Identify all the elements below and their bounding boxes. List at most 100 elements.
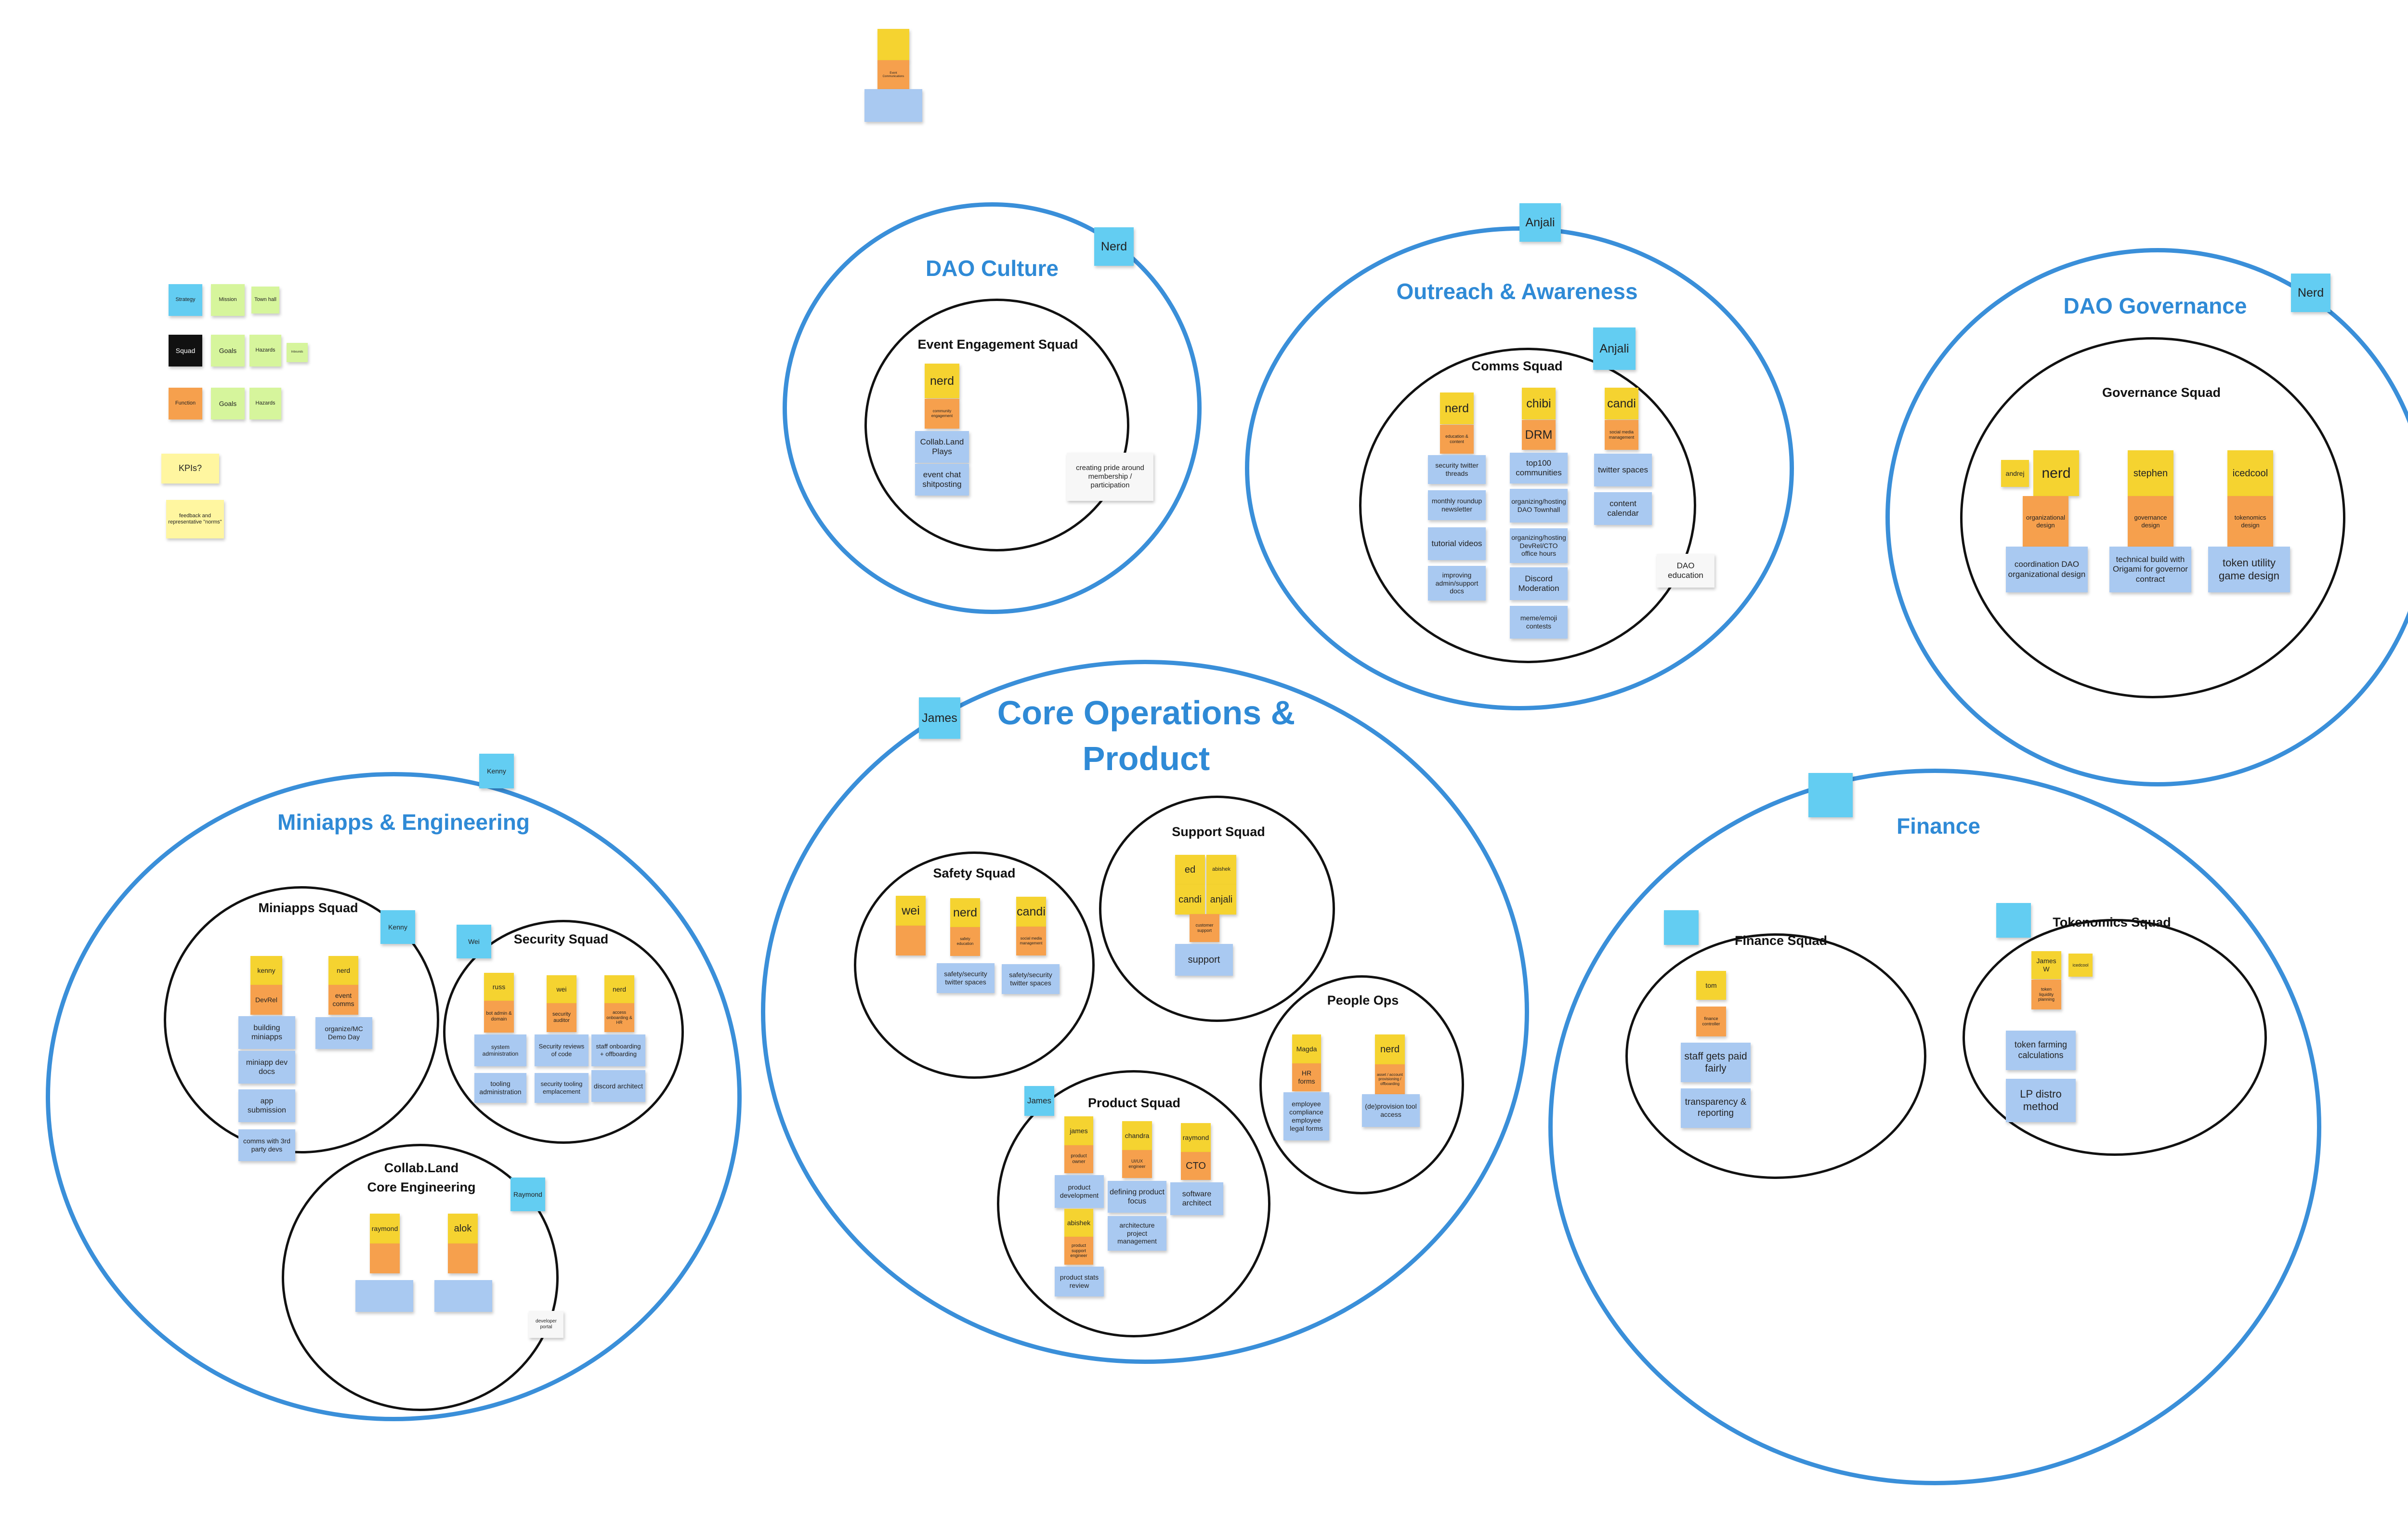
zone-core-operations-title-1: Core Operations & [997,694,1296,732]
tokenomics-task-1: token farming calculations [2006,1031,2076,1070]
comms-col1-task-1: security twitter threads [1428,455,1486,484]
comms-col1-role: education & content [1440,425,1474,454]
top-orange-note: Event Communications [877,60,909,90]
governance-col3-task: token utility game design [2208,547,2290,592]
zone-miniapps [46,772,742,1421]
legend-strategy-note: Strategy [169,284,202,316]
zone-outreach-title: Outreach & Awareness [1396,279,1638,304]
support-person-candi: candi [1175,885,1205,915]
squad-people-ops [1259,975,1464,1194]
safety-title: Safety Squad [933,866,1016,880]
zone-core-operations [761,660,1529,1364]
product-col3-person: raymond [1181,1123,1211,1152]
people-ops-col1-role: HR forms [1292,1063,1321,1091]
product-col3-role: CTO [1181,1152,1211,1180]
security-col1-task-2: tooling administration [474,1073,526,1103]
event-engagement-note: creating pride around membership / parti… [1067,453,1153,501]
support-title: Support Squad [1172,824,1265,839]
comms-col1-task-3: tutorial videos [1428,527,1486,560]
people-ops-title: People Ops [1327,993,1399,1008]
comms-col2-task-2: organizing/hosting DAO Townhall [1510,489,1568,523]
comms-col2-task-1: top100 communities [1510,453,1568,484]
governance-col3-role: tokenomics design [2227,496,2273,547]
product-col1b-role: product support engineer [1064,1237,1093,1265]
comms-col3-person: candi [1605,388,1638,419]
kpis-note: KPIs? [161,454,219,484]
legend-town-hall-note: Town hall [251,287,279,314]
finance-squad-task-2: transparency & reporting [1681,1088,1751,1128]
miniapps-lead-note: Kenny [479,754,514,788]
feedback-norms-note: feedback and representative "norms" [166,500,224,538]
event-engagement-title: Event Engagement Squad [917,337,1078,352]
governance-title: Governance Squad [2102,385,2221,400]
product-col3-task: software architect [1170,1182,1223,1215]
legend-mission-note: Mission [211,284,245,316]
product-col2-task-2: architecture project management [1108,1216,1166,1251]
tokenomics-extra-person: icedcool [2068,954,2093,977]
legend-squad-note: Squad [169,335,202,366]
security-col2-person: wei [547,975,576,1003]
product-col2-role: UI/UX engineer [1122,1150,1152,1178]
safety-col2-person: nerd [950,898,980,927]
squad-comms [1359,348,1696,663]
miniapps-col1-task-3: app submission [238,1089,295,1122]
comms-col3-role: social media management [1605,420,1638,450]
squad-support [1099,796,1335,1022]
legend-squad-goals-note: Goals [211,335,245,366]
event-engagement-role-note: community engagement [925,399,959,429]
legend-function-hazards-note: Hazards [249,388,281,419]
product-title: Product Squad [1087,1096,1181,1110]
product-col1-person: james [1064,1116,1093,1145]
security-col3-role: access onboarding & HR [604,1003,634,1032]
comms-col3-task-1: twitter spaces [1594,454,1652,486]
miniapps-col1-person: kenny [250,956,282,985]
core-eng-col2-person: alok [448,1214,478,1243]
product-col1b-person: abishek [1064,1209,1093,1237]
squad-finance [1625,933,1926,1179]
miniapps-col2-role: event comms [328,985,358,1015]
comms-col2-task-5: meme/emoji contests [1510,606,1568,639]
safety-col3-role: social media management [1016,927,1046,955]
squad-governance [1960,337,2345,698]
finance-squad-person: tom [1696,971,1726,1000]
tokenomics-person: James W [2031,951,2061,979]
core-eng-col1-task [355,1280,413,1312]
core-eng-lead-note: Raymond [510,1178,545,1211]
governance-col3-person: icedcool [2227,450,2273,496]
security-col3-task-1: staff onboarding + offboarding [591,1034,645,1066]
squad-miniapps [164,886,439,1153]
legend-function-goals-note: Goals [211,388,245,419]
event-engagement-task-2: event chat shitposting [915,464,969,496]
product-col1b-task: product stats review [1055,1267,1104,1296]
comms-col2-role: DRM [1522,420,1556,450]
finance-squad-lead-note [1664,910,1699,945]
support-person-ed: ed [1175,855,1205,885]
core-ops-lead-note: James [919,697,960,739]
comms-col2-task-3: organizing/hosting DevRel/CTO office hou… [1510,528,1568,563]
product-col1-task: product development [1055,1175,1104,1208]
miniapps-col2-person: nerd [328,956,358,985]
miniapps-squad-title: Miniapps Squad [258,901,358,915]
governance-col1-task: coordination DAO organizational design [2006,547,2088,592]
zone-core-operations-title-2: Product [1082,740,1210,777]
legend-function-note: Function [169,388,202,419]
miniapps-col1-task-4: comms with 3rd party devs [238,1129,295,1161]
squad-tokenomics [1963,919,2267,1156]
outreach-lead-note: Anjali [1519,203,1561,242]
security-lead-note: Wei [457,925,491,958]
security-col3-task-2: discord architect [591,1070,645,1102]
core-eng-col2-role [448,1243,478,1273]
security-col1-person: russ [484,973,514,1001]
safety-col2-role: safety education [950,927,980,956]
security-col3-person: nerd [604,975,634,1003]
governance-col1-person: nerd [2033,450,2079,496]
comms-note: DAO education [1657,554,1714,588]
core-eng-col1-person: raymond [370,1214,400,1243]
comms-lead-note: Anjali [1593,327,1636,370]
core-eng-col1-role [370,1243,400,1273]
squad-safety [854,851,1095,1079]
miniapps-col1-task-2: miniapp dev docs [238,1051,295,1084]
product-col2-person: chandra [1122,1121,1152,1150]
core-eng-title-1: Collab.Land [384,1161,459,1175]
